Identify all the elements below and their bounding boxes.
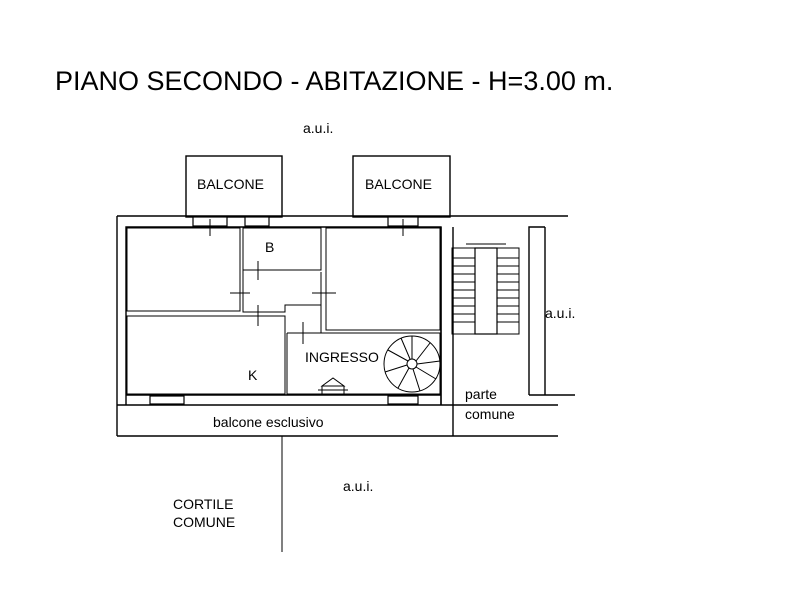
label-aui-top: a.u.i. [303,120,333,136]
label-parte: parte [465,386,497,402]
building-outline [116,215,575,437]
common-staircase-icon [451,243,520,335]
plan-title: PIANO SECONDO - ABITAZIONE - H=3.00 m. [55,66,613,96]
label-balcone-right: BALCONE [365,176,432,192]
label-cortile-comune: COMUNE [173,514,235,530]
entrance-arrow-icon [318,377,348,394]
label-aui-right: a.u.i. [545,305,575,321]
spiral-staircase-icon [383,335,441,393]
label-ingresso: INGRESSO [305,349,379,365]
label-balcone-left: BALCONE [197,176,264,192]
balcony-left [185,155,283,218]
label-bagno: B [265,239,274,255]
door-marks [209,219,404,344]
label-cortile: CORTILE [173,496,233,512]
label-aui-bottom: a.u.i. [343,478,373,494]
label-balcone-esclusivo: balcone esclusivo [213,414,324,430]
label-comune: comune [465,406,515,422]
label-cucina: K [248,367,258,383]
